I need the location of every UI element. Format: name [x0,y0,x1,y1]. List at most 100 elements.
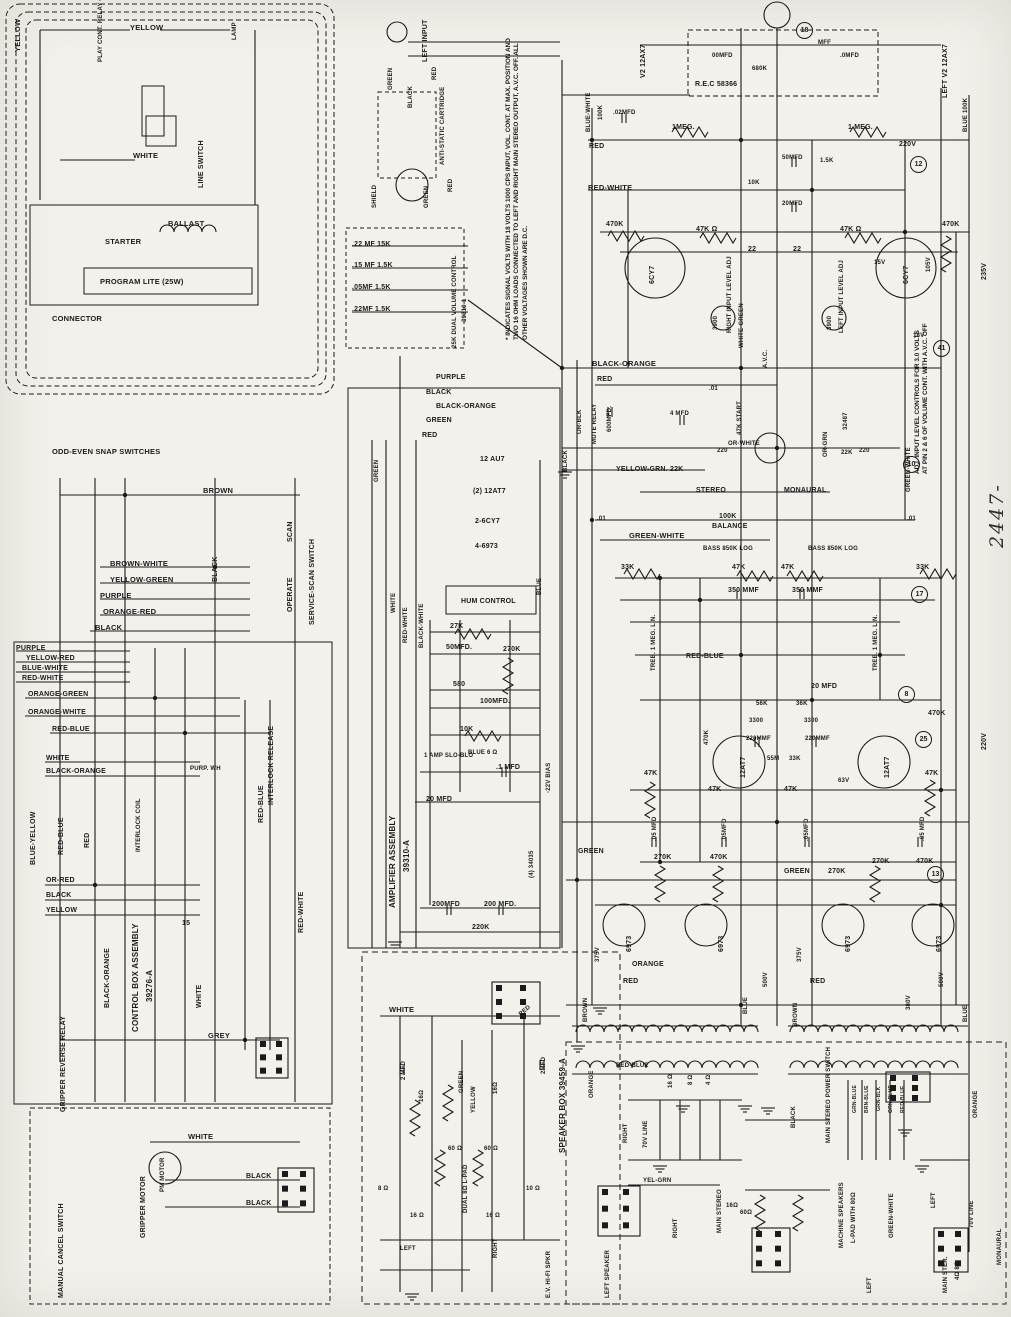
schematic-label: GREEN [459,1070,465,1093]
schematic-label: BLUE-YELLOW [30,811,37,865]
schematic-label: 220MMF [746,736,771,742]
schematic-label: WHITE [133,151,159,160]
schematic-label: BLUE [743,996,749,1014]
schematic-label: RED [597,376,613,383]
schematic-label: 1 AMP SLO-BLO [424,753,474,759]
schematic-label: 60 Ω [448,1146,462,1152]
schematic-label: YELLOW-GRN. 22K [616,466,684,473]
schematic-label: SHIELD [372,184,378,208]
schematic-label: E.V. HI-FI SPKR [546,1250,552,1298]
schematic-label: .22MF 1.5K [352,306,391,313]
schematic-label: ORANGE-GREEN [28,691,89,698]
schematic-label: .0MFD [840,53,859,59]
schematic-label: OR-BLK [577,409,583,434]
circled-terminal-number: 13 [927,866,944,883]
schematic-label: 6CY7 [649,265,656,284]
schematic-label: BALLAST [168,219,205,228]
schematic-label: BLUE [963,1004,969,1022]
schematic-label: MFF [818,40,831,46]
adjust-input-level-note: ADJ. INPUT LEVEL CONTROLS FOR 3.0 VOLTS … [914,323,930,474]
schematic-label: 47K [732,564,746,571]
schematic-label: BLACK [95,623,123,632]
schematic-label: GRN-BLK [876,1086,882,1111]
circled-terminal-number: 10 [903,456,920,473]
schematic-label: BLUE [537,577,543,595]
schematic-label: 220V [981,732,988,750]
schematic-label: 220K [472,924,490,931]
schematic-label: .01 [907,516,916,522]
schematic-label: 600MFD. [607,405,613,432]
schematic-label: 4-6973 [475,543,498,550]
schematic-label: 00MFD [712,53,733,59]
schematic-label: GREEN [388,67,394,90]
schematic-label: 47K [644,770,658,777]
schematic-label: 500V [763,972,769,987]
schematic-label: YELLOW [471,1086,477,1113]
schematic-label: 39310-1 [462,298,468,322]
schematic-label: 33K [621,564,635,571]
schematic-label: AMPLIFIER ASSEMBLY [388,815,397,908]
schematic-label: (4) 34035 [529,850,535,879]
schematic-label: BALANCE [712,523,748,530]
schematic-label: .22 MF 15K [352,241,391,248]
schematic-label: 25K DUAL VOLUME CONTROL [452,255,458,349]
schematic-label: INTERLOCK RELEASE [268,725,275,805]
schematic-label: 50MFD [782,155,803,161]
schematic-label: 22 [793,246,802,253]
schematic-label: 100MFD. [480,698,511,705]
schematic-label: 105V [926,257,932,272]
schematic-label: BLACK-ORANGE [46,768,106,775]
schematic-label: BLACK-WHITE [419,603,425,648]
schematic-label: RED-WHITE [298,891,305,933]
schematic-label: 200MFD [432,901,461,908]
schematic-label: .1 MFD [496,764,521,771]
schematic-label: 2 MFD [401,1061,407,1080]
schematic-label: ORANGE [632,961,664,968]
schematic-label: BLACK [791,1106,797,1128]
schematic-label: WHITE [391,592,397,613]
schematic-label: 220 [859,448,870,454]
schematic-label: 470K [928,710,946,717]
schematic-label: 6CY7 [903,265,910,284]
schematic-label: TREB. 1 MEG. LIN. [873,614,879,671]
schematic-label: L-PAD WITH 80Ω [851,1192,857,1243]
schematic-label: BLACK-ORANGE [436,403,496,410]
schematic-label: GREEN [374,459,380,482]
schematic-label: YELLOW [46,907,78,914]
schematic-label: .15 MF 1.5K [352,262,393,269]
schematic-label: PURPLE [100,591,132,600]
schematic-label: 39276-A [145,969,154,1002]
schematic-label: 100K [598,104,604,120]
wires [16,28,970,1292]
schematic-label: GREEN [784,868,810,875]
schematic-label: RED [432,66,438,80]
schematic-label: GRIPPER REVERSE RELAY [60,1015,67,1112]
schematic-label: 33K [916,564,930,571]
schematic-label: 10 Ω [526,1186,540,1192]
schematic-label: HUM CONTROL [461,598,516,605]
schematic-label: BLACK [46,892,72,899]
schematic-label: 20 MFD [426,796,453,803]
schematic-label: RED-BLUE [686,653,724,660]
schematic-label: BLUE 100K [963,97,969,132]
schematic-label: BLACK [408,86,414,108]
schematic-label: GREEN-WHITE [629,531,685,540]
schematic-label: STARTER [105,237,142,246]
schematic-label: 47K [781,564,795,571]
schematic-label: 4Ω 8Ω [955,1261,961,1280]
schematic-label: ORANGE-WHITE [28,709,87,716]
schematic-label: 50MFD. [446,644,473,651]
schematic-label: 10K [460,726,474,733]
schematic-label: RED [810,978,826,985]
schematic-label: BLUE 6 Ω [468,750,498,756]
schematic-label: RED-BLUE [616,1063,649,1069]
schematic-label: BLACK [246,1173,272,1180]
signal-volts-note: * INDICATES SIGNAL VOLTS WITH 18 VOLTS 1… [505,38,529,340]
schematic-label: 220 [717,448,728,454]
schematic-label: GREEN [426,417,452,424]
schematic-label: BASS 850K LOG [808,546,858,552]
schematic-label: 270K [872,858,890,865]
schematic-label: 380V [906,995,912,1010]
schematic-label: 3900 [713,315,719,330]
